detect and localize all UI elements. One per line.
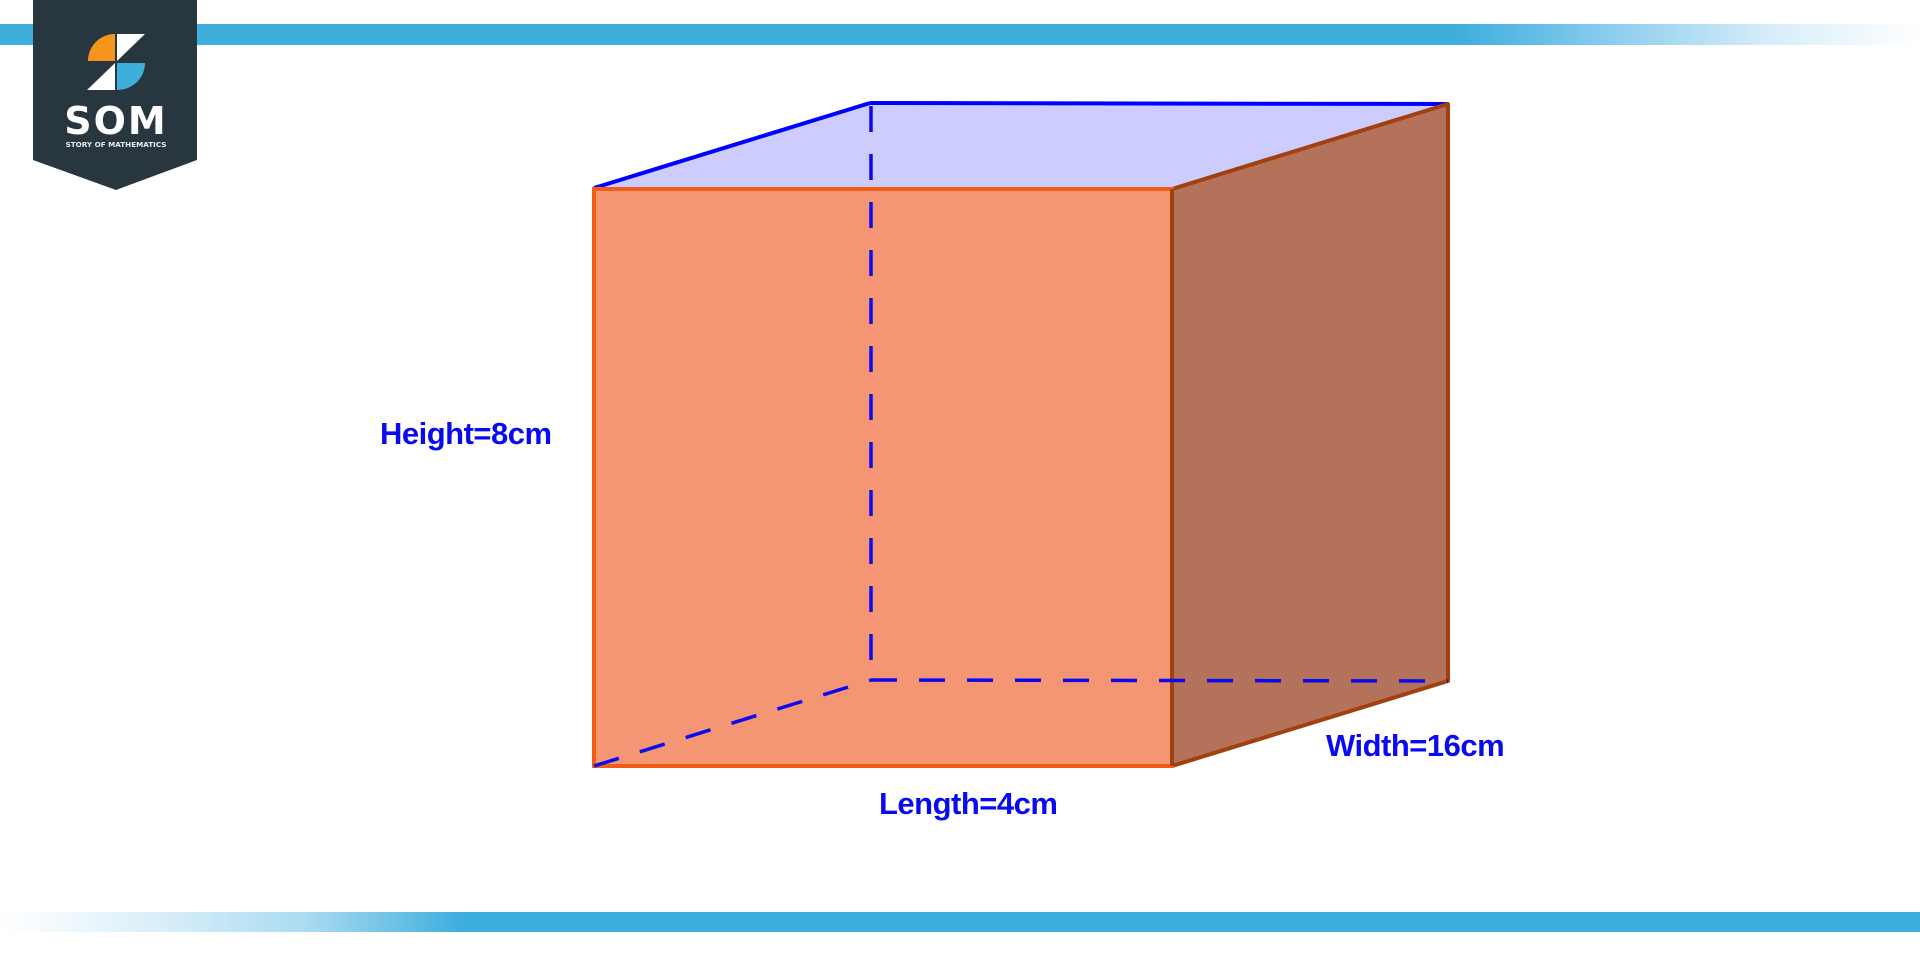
top-back-edge	[869, 101, 1449, 106]
top-decorative-stripe	[0, 24, 1920, 45]
hidden-bottom-back-edge	[870, 678, 1449, 683]
length-label: Length=4cm	[879, 786, 1058, 821]
height-label: Height=8cm	[380, 416, 552, 451]
top-left-edge	[593, 101, 871, 190]
som-logo: SOM STORY OF MATHEMATICS	[33, 0, 197, 192]
logo-tagline: STORY OF MATHEMATICS	[66, 140, 167, 149]
logo-badge-icon: SOM STORY OF MATHEMATICS	[33, 0, 197, 190]
front-face	[592, 187, 1174, 768]
right-face	[1170, 102, 1450, 768]
bottom-decorative-stripe	[0, 912, 1920, 932]
top-face	[594, 103, 1448, 189]
logo-abbreviation: SOM	[64, 99, 168, 143]
hidden-bottom-left-edge	[593, 678, 872, 768]
width-label: Width=16cm	[1326, 728, 1505, 763]
